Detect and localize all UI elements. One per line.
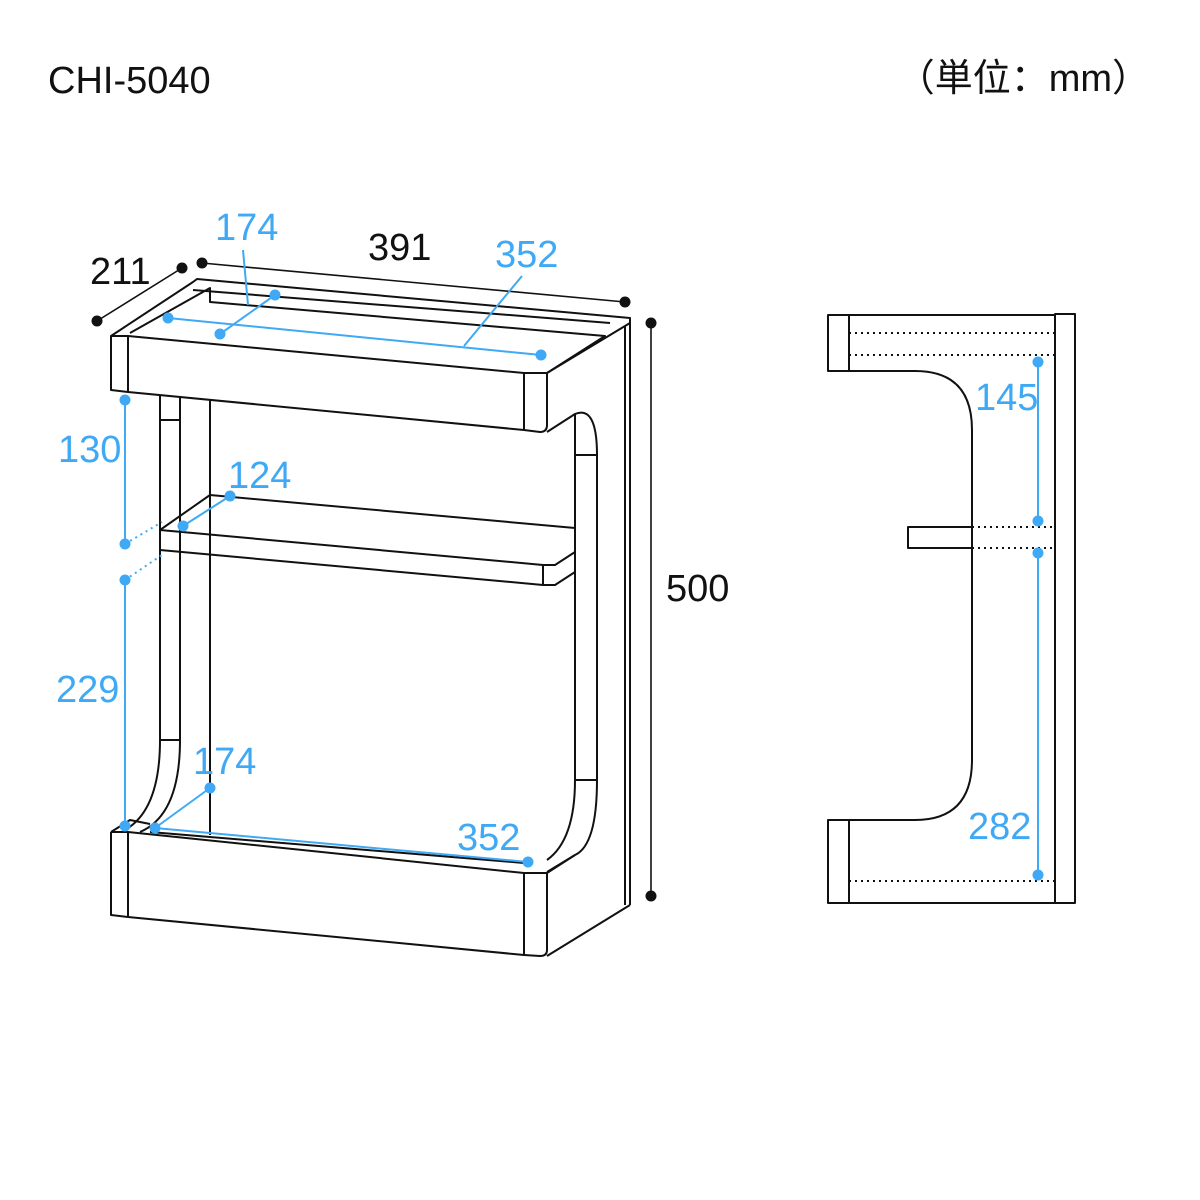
model-number: CHI-5040 — [48, 60, 211, 102]
depth-overall-label: 211 — [90, 251, 151, 293]
side-lower-height-label: 282 — [968, 806, 1031, 848]
cabinet-perspective — [110, 278, 631, 957]
unit-label: （単位：mm） — [897, 58, 1150, 100]
side-upper-height-label: 145 — [975, 377, 1038, 419]
shelf-depth-label: 124 — [228, 455, 291, 497]
upper-gap-label: 130 — [58, 429, 121, 471]
bottom-inner-depth-label: 174 — [193, 741, 256, 783]
height-overall-label: 500 — [666, 568, 729, 610]
lower-gap-label: 229 — [56, 669, 119, 711]
width-overall-label: 391 — [368, 227, 431, 269]
side-view: 145 282 — [827, 313, 1076, 904]
inner-dimensions: 174 352 130 124 229 174 352 — [56, 207, 558, 868]
top-inner-width-label: 352 — [495, 234, 558, 276]
overall-dimensions: 211 391 500 — [90, 227, 729, 902]
bottom-inner-width-label: 352 — [457, 817, 520, 859]
top-inner-depth-label: 174 — [215, 207, 278, 249]
